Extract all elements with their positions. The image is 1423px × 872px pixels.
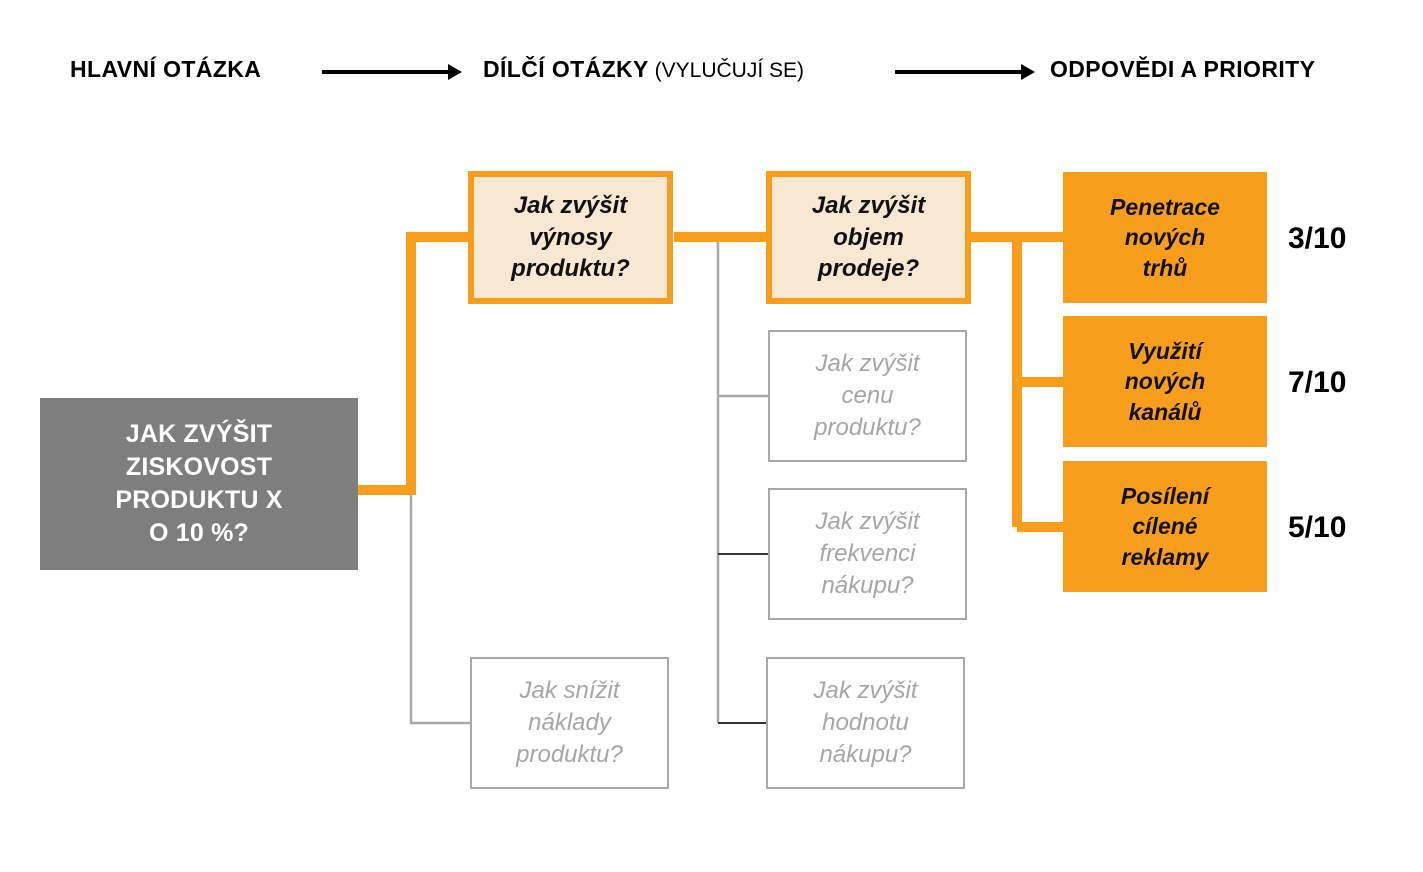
level1-node-costs[interactable]: Jak snížit náklady produktu?	[470, 657, 669, 789]
root-question-box[interactable]: JAK ZVÝŠIT ZISKOVOST PRODUKTU X O 10 %?	[40, 398, 358, 570]
connector-muted-level1	[409, 490, 470, 725]
answer-node-new-markets[interactable]: Penetrace nových trhů	[1063, 172, 1267, 303]
stage-label-main-question: HLAVNÍ OTÁZKA	[70, 56, 261, 83]
level1-node-revenue-text: Jak zvýšit výnosy produktu?	[511, 191, 630, 283]
level1-node-revenue[interactable]: Jak zvýšit výnosy produktu?	[468, 171, 673, 304]
answer-node-new-channels[interactable]: Využití nových kanálů	[1063, 316, 1267, 447]
level2-node-basket-value[interactable]: Jak zvýšit hodnotu nákupu?	[766, 657, 965, 789]
level2-node-frequency[interactable]: Jak zvýšit frekvenci nákupu?	[768, 488, 967, 620]
arrow-right-icon	[895, 64, 1035, 80]
arrow-right-icon	[322, 64, 462, 80]
stage-label-answers-priorities: ODPOVĚDI A PRIORITY	[1050, 56, 1315, 83]
connector-muted-level2	[716, 237, 768, 723]
stage-label-sub-questions: DÍLČÍ OTÁZKY (VYLUČUJÍ SE)	[483, 56, 804, 83]
priority-score-targeted-ads: 5/10	[1288, 511, 1347, 544]
stage-label-text: HLAVNÍ OTÁZKA	[70, 56, 262, 82]
level1-node-costs-text: Jak snížit náklady produktu?	[516, 677, 623, 768]
answer-node-targeted-ads-text: Posílení cílené reklamy	[1120, 482, 1210, 570]
answer-node-new-channels-text: Využití nových kanálů	[1124, 337, 1206, 425]
root-question-text: JAK ZVÝŠIT ZISKOVOST PRODUKTU X O 10 %?	[115, 419, 283, 548]
stage-header: HLAVNÍ OTÁZKA DÍLČÍ OTÁZKY (VYLUČUJÍ SE)…	[0, 46, 1423, 98]
level2-node-sales-volume[interactable]: Jak zvýšit objem prodeje?	[766, 171, 971, 304]
answer-node-targeted-ads[interactable]: Posílení cílené reklamy	[1063, 461, 1267, 592]
stage-label-text: DÍLČÍ OTÁZKY	[483, 56, 649, 82]
priority-score-new-markets: 3/10	[1288, 222, 1347, 255]
stage-label-text: ODPOVĚDI A PRIORITY	[1050, 56, 1316, 82]
level2-node-frequency-text: Jak zvýšit frekvenci nákupu?	[815, 508, 920, 599]
level2-node-price[interactable]: Jak zvýšit cenu produktu?	[768, 330, 967, 462]
level2-node-price-text: Jak zvýšit cenu produktu?	[814, 350, 921, 441]
stage-label-paren: (VYLUČUJÍ SE)	[648, 59, 804, 82]
level2-node-sales-volume-text: Jak zvýšit objem prodeje?	[811, 191, 926, 283]
priority-score-new-channels: 7/10	[1288, 366, 1347, 399]
level2-node-basket-value-text: Jak zvýšit hodnotu nákupu?	[813, 677, 918, 768]
answer-node-new-markets-text: Penetrace nových trhů	[1110, 193, 1220, 281]
connector-muted-level2-dark	[718, 553, 768, 724]
